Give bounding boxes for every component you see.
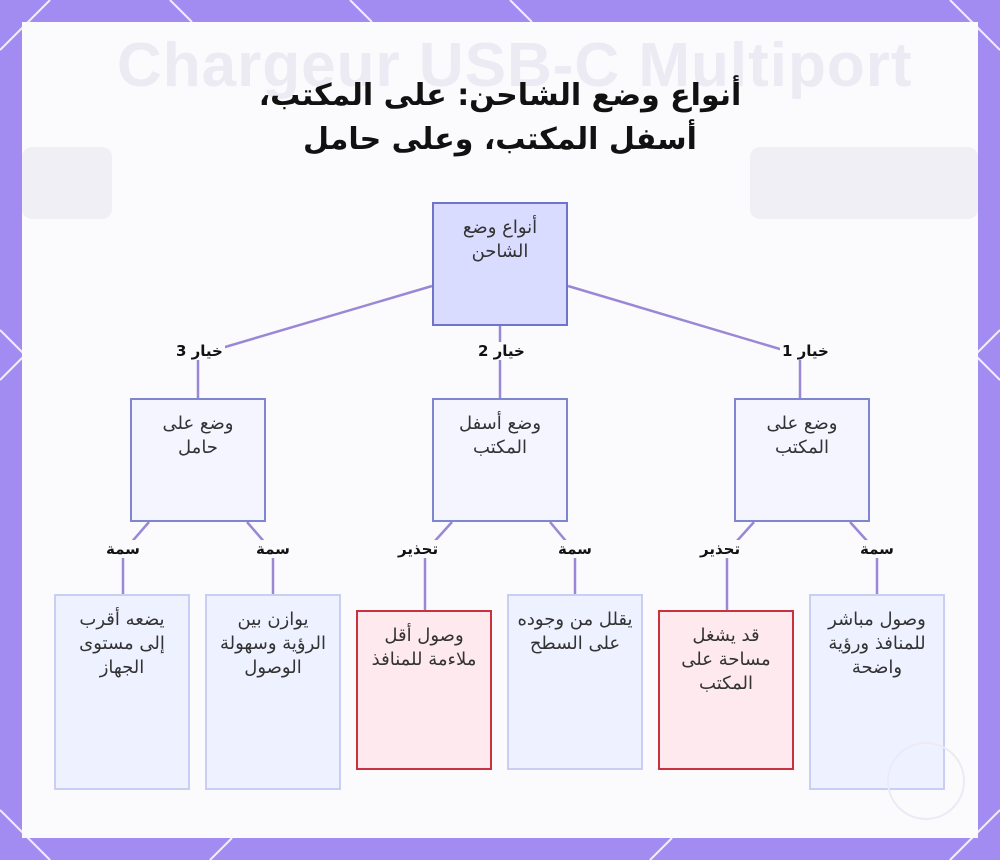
- connector-opt2-child2: [423, 521, 453, 610]
- edge-label-feature: سمة: [104, 540, 142, 558]
- title-line-2: أسفل المكتب، وعلى حامل: [303, 122, 697, 157]
- option-node-3: وضع على حامل: [130, 398, 266, 522]
- background-decoration: [22, 147, 112, 219]
- connector-opt2-child1: [549, 521, 577, 594]
- edge-label-option-1: خيار 1: [780, 342, 831, 360]
- feature-node-label: يقلل من وجوده على السطح: [517, 609, 633, 654]
- feature-node: يضعه أقرب إلى مستوى الجهاز: [54, 594, 190, 790]
- feature-node: وصول مباشر للمنافذ ورؤية واضحة: [809, 594, 945, 790]
- edge-label-warning: تحذير: [396, 540, 441, 558]
- edge-label-feature: سمة: [254, 540, 292, 558]
- edge-label-warning: تحذير: [698, 540, 743, 558]
- background-watermark-text: Chargeur USB-C Multiport: [117, 31, 913, 100]
- connector-opt3-child2: [121, 521, 150, 594]
- logo-watermark-icon: [887, 742, 965, 820]
- feature-node-label: يوازن بين الرؤية وسهولة الوصول: [220, 609, 326, 678]
- option-node-label: وضع على حامل: [162, 413, 234, 458]
- feature-node: يقلل من وجوده على السطح: [507, 594, 643, 770]
- edge-label-feature: سمة: [858, 540, 896, 558]
- connector-opt3-child1: [246, 521, 275, 594]
- feature-node: يوازن بين الرؤية وسهولة الوصول: [205, 594, 341, 790]
- background-decoration: [750, 147, 978, 219]
- connector-root-opt3: [197, 284, 433, 357]
- warning-node-label: قد يشغل مساحة على المكتب: [681, 625, 771, 694]
- connector-root-opt1: [567, 284, 801, 357]
- option-node-1: وضع على المكتب: [734, 398, 870, 522]
- option-node-label: وضع أسفل المكتب: [458, 413, 542, 458]
- diagram-canvas: Chargeur USB-C Multiport أنواع وضع الشاح…: [22, 22, 978, 838]
- edge-label-feature: سمة: [556, 540, 594, 558]
- feature-node-label: يضعه أقرب إلى مستوى الجهاز: [79, 609, 165, 678]
- connector-opt1-child1: [849, 521, 879, 594]
- root-node-label: أنواع وضع الشاحن: [462, 217, 538, 262]
- connector-opt1-child2: [725, 521, 755, 610]
- edge-label-option-3: خيار 3: [174, 342, 225, 360]
- option-node-2: وضع أسفل المكتب: [432, 398, 568, 522]
- warning-node: وصول أقل ملاءمة للمنافذ: [356, 610, 492, 770]
- edge-label-option-2: خيار 2: [476, 342, 527, 360]
- warning-node-label: وصول أقل ملاءمة للمنافذ: [371, 625, 477, 670]
- feature-node-label: وصول مباشر للمنافذ ورؤية واضحة: [828, 609, 926, 678]
- title-line-1: أنواع وضع الشاحن: على المكتب،: [258, 78, 742, 113]
- warning-node: قد يشغل مساحة على المكتب: [658, 610, 794, 770]
- root-node: أنواع وضع الشاحن: [432, 202, 568, 326]
- option-node-label: وضع على المكتب: [766, 413, 838, 458]
- diagram-title: أنواع وضع الشاحن: على المكتب، أسفل المكت…: [22, 74, 978, 162]
